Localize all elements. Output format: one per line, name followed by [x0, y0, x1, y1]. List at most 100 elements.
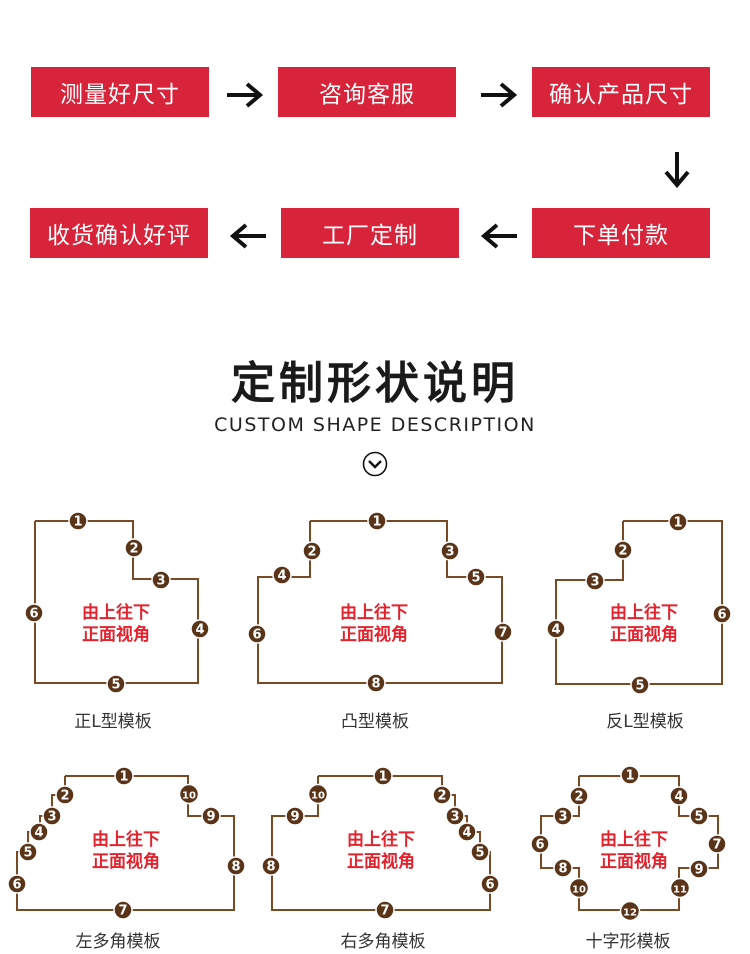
point-marker-number: 12 [623, 908, 637, 919]
point-marker: 4 [190, 619, 210, 639]
point-marker-number: 3 [47, 810, 56, 825]
step-confirm-size: 确认产品尺寸 [532, 67, 710, 117]
point-marker: 5 [470, 842, 490, 862]
point-marker: 10 [178, 783, 200, 805]
point-marker-number: 5 [694, 810, 703, 825]
point-marker-number: 5 [635, 679, 644, 694]
label-line2: 正面视角 [600, 852, 668, 872]
point-marker-number: 8 [266, 860, 275, 875]
point-marker: 6 [712, 604, 732, 624]
point-marker-number: 2 [307, 545, 316, 560]
point-marker: 2 [124, 538, 144, 558]
shape-center-label: 由上往下 正面视角 [574, 602, 714, 646]
label-line1: 由上往下 [347, 830, 415, 850]
point-marker-number: 6 [12, 878, 21, 893]
shape-caption: 正L型模板 [74, 712, 152, 732]
label-line1: 由上往下 [82, 603, 150, 623]
point-marker: 3 [42, 806, 62, 826]
point-marker: 5 [466, 567, 486, 587]
step-receive-review: 收货确认好评 [30, 208, 208, 258]
point-marker-number: 8 [231, 860, 240, 875]
point-marker-number: 1 [73, 515, 82, 530]
point-marker-number: 3 [156, 574, 165, 589]
shape-center-label: 由上往下 正面视角 [564, 829, 704, 873]
point-marker-number: 5 [471, 571, 480, 586]
point-marker: 4 [272, 565, 292, 585]
point-marker: 6 [247, 624, 267, 644]
point-marker-number: 5 [23, 846, 32, 861]
arrow-right-icon [481, 82, 518, 108]
point-marker-number: 6 [252, 628, 261, 643]
point-marker-number: 8 [371, 677, 380, 692]
label-line1: 由上往下 [610, 603, 678, 623]
point-marker-number: 1 [372, 515, 381, 530]
shape-center-label: 由上往下 正面视角 [304, 602, 444, 646]
point-marker: 8 [553, 858, 573, 878]
point-marker: 2 [432, 785, 452, 805]
point-marker: 6 [7, 874, 27, 894]
point-marker: 1 [367, 511, 387, 531]
label-line2: 正面视角 [610, 625, 678, 645]
point-marker: 3 [553, 806, 573, 826]
point-marker-number: 9 [290, 810, 299, 825]
step-consult: 咨询客服 [278, 67, 456, 117]
point-marker: 1 [373, 766, 393, 786]
point-marker-number: 7 [118, 904, 127, 919]
point-marker: 9 [285, 806, 305, 826]
shape-caption: 左多角模板 [75, 932, 161, 952]
chevron-down-circle-icon [362, 451, 388, 477]
shape-caption: 凸型模板 [341, 712, 409, 732]
point-marker: 12 [619, 900, 641, 922]
point-marker-number: 5 [475, 846, 484, 861]
shape-center-label: 由上往下 正面视角 [46, 602, 186, 646]
point-marker-number: 2 [129, 542, 138, 557]
point-marker-number: 6 [535, 838, 544, 853]
arrow-left-icon [229, 223, 266, 249]
point-marker-number: 4 [195, 623, 204, 638]
point-marker-number: 9 [694, 863, 703, 878]
point-marker-number: 8 [558, 862, 567, 877]
point-marker-number: 3 [558, 810, 567, 825]
shape-caption: 反L型模板 [606, 712, 684, 732]
point-marker-number: 2 [60, 789, 69, 804]
point-marker: 7 [113, 900, 133, 920]
point-marker-number: 3 [450, 810, 459, 825]
shape-caption: 右多角模板 [340, 932, 426, 952]
point-marker-number: 5 [111, 678, 120, 693]
point-marker: 3 [445, 806, 465, 826]
section-subtitle: CUSTOM SHAPE DESCRIPTION [214, 414, 536, 436]
arrow-down-icon [664, 152, 690, 189]
point-marker: 4 [29, 822, 49, 842]
section-title: 定制形状说明 [231, 358, 519, 409]
point-marker-number: 4 [277, 569, 286, 584]
point-marker: 3 [585, 571, 605, 591]
point-marker-number: 4 [34, 826, 43, 841]
point-marker: 5 [630, 675, 650, 695]
arrow-left-icon [480, 223, 517, 249]
point-marker-number: 7 [498, 626, 507, 641]
point-marker: 9 [689, 859, 709, 879]
shape-center-label: 由上往下 正面视角 [311, 829, 451, 873]
point-marker: 1 [68, 511, 88, 531]
point-marker: 2 [55, 785, 75, 805]
label-line2: 正面视角 [347, 852, 415, 872]
point-marker-number: 1 [673, 516, 682, 531]
point-marker: 9 [201, 806, 221, 826]
point-marker-number: 4 [674, 790, 683, 805]
point-marker-number: 6 [29, 607, 38, 622]
point-marker: 6 [480, 874, 500, 894]
point-marker: 7 [493, 622, 513, 642]
point-marker-number: 10 [311, 791, 325, 802]
arrow-right-icon [227, 82, 264, 108]
point-marker-number: 4 [462, 826, 471, 841]
shape-caption: 十字形模板 [585, 932, 671, 952]
point-marker: 2 [302, 541, 322, 561]
point-marker: 4 [457, 822, 477, 842]
point-marker-number: 6 [485, 878, 494, 893]
point-marker: 1 [114, 766, 134, 786]
point-marker-number: 6 [717, 608, 726, 623]
point-marker-number: 1 [625, 769, 634, 784]
label-line1: 由上往下 [340, 603, 408, 623]
point-marker: 7 [375, 900, 395, 920]
